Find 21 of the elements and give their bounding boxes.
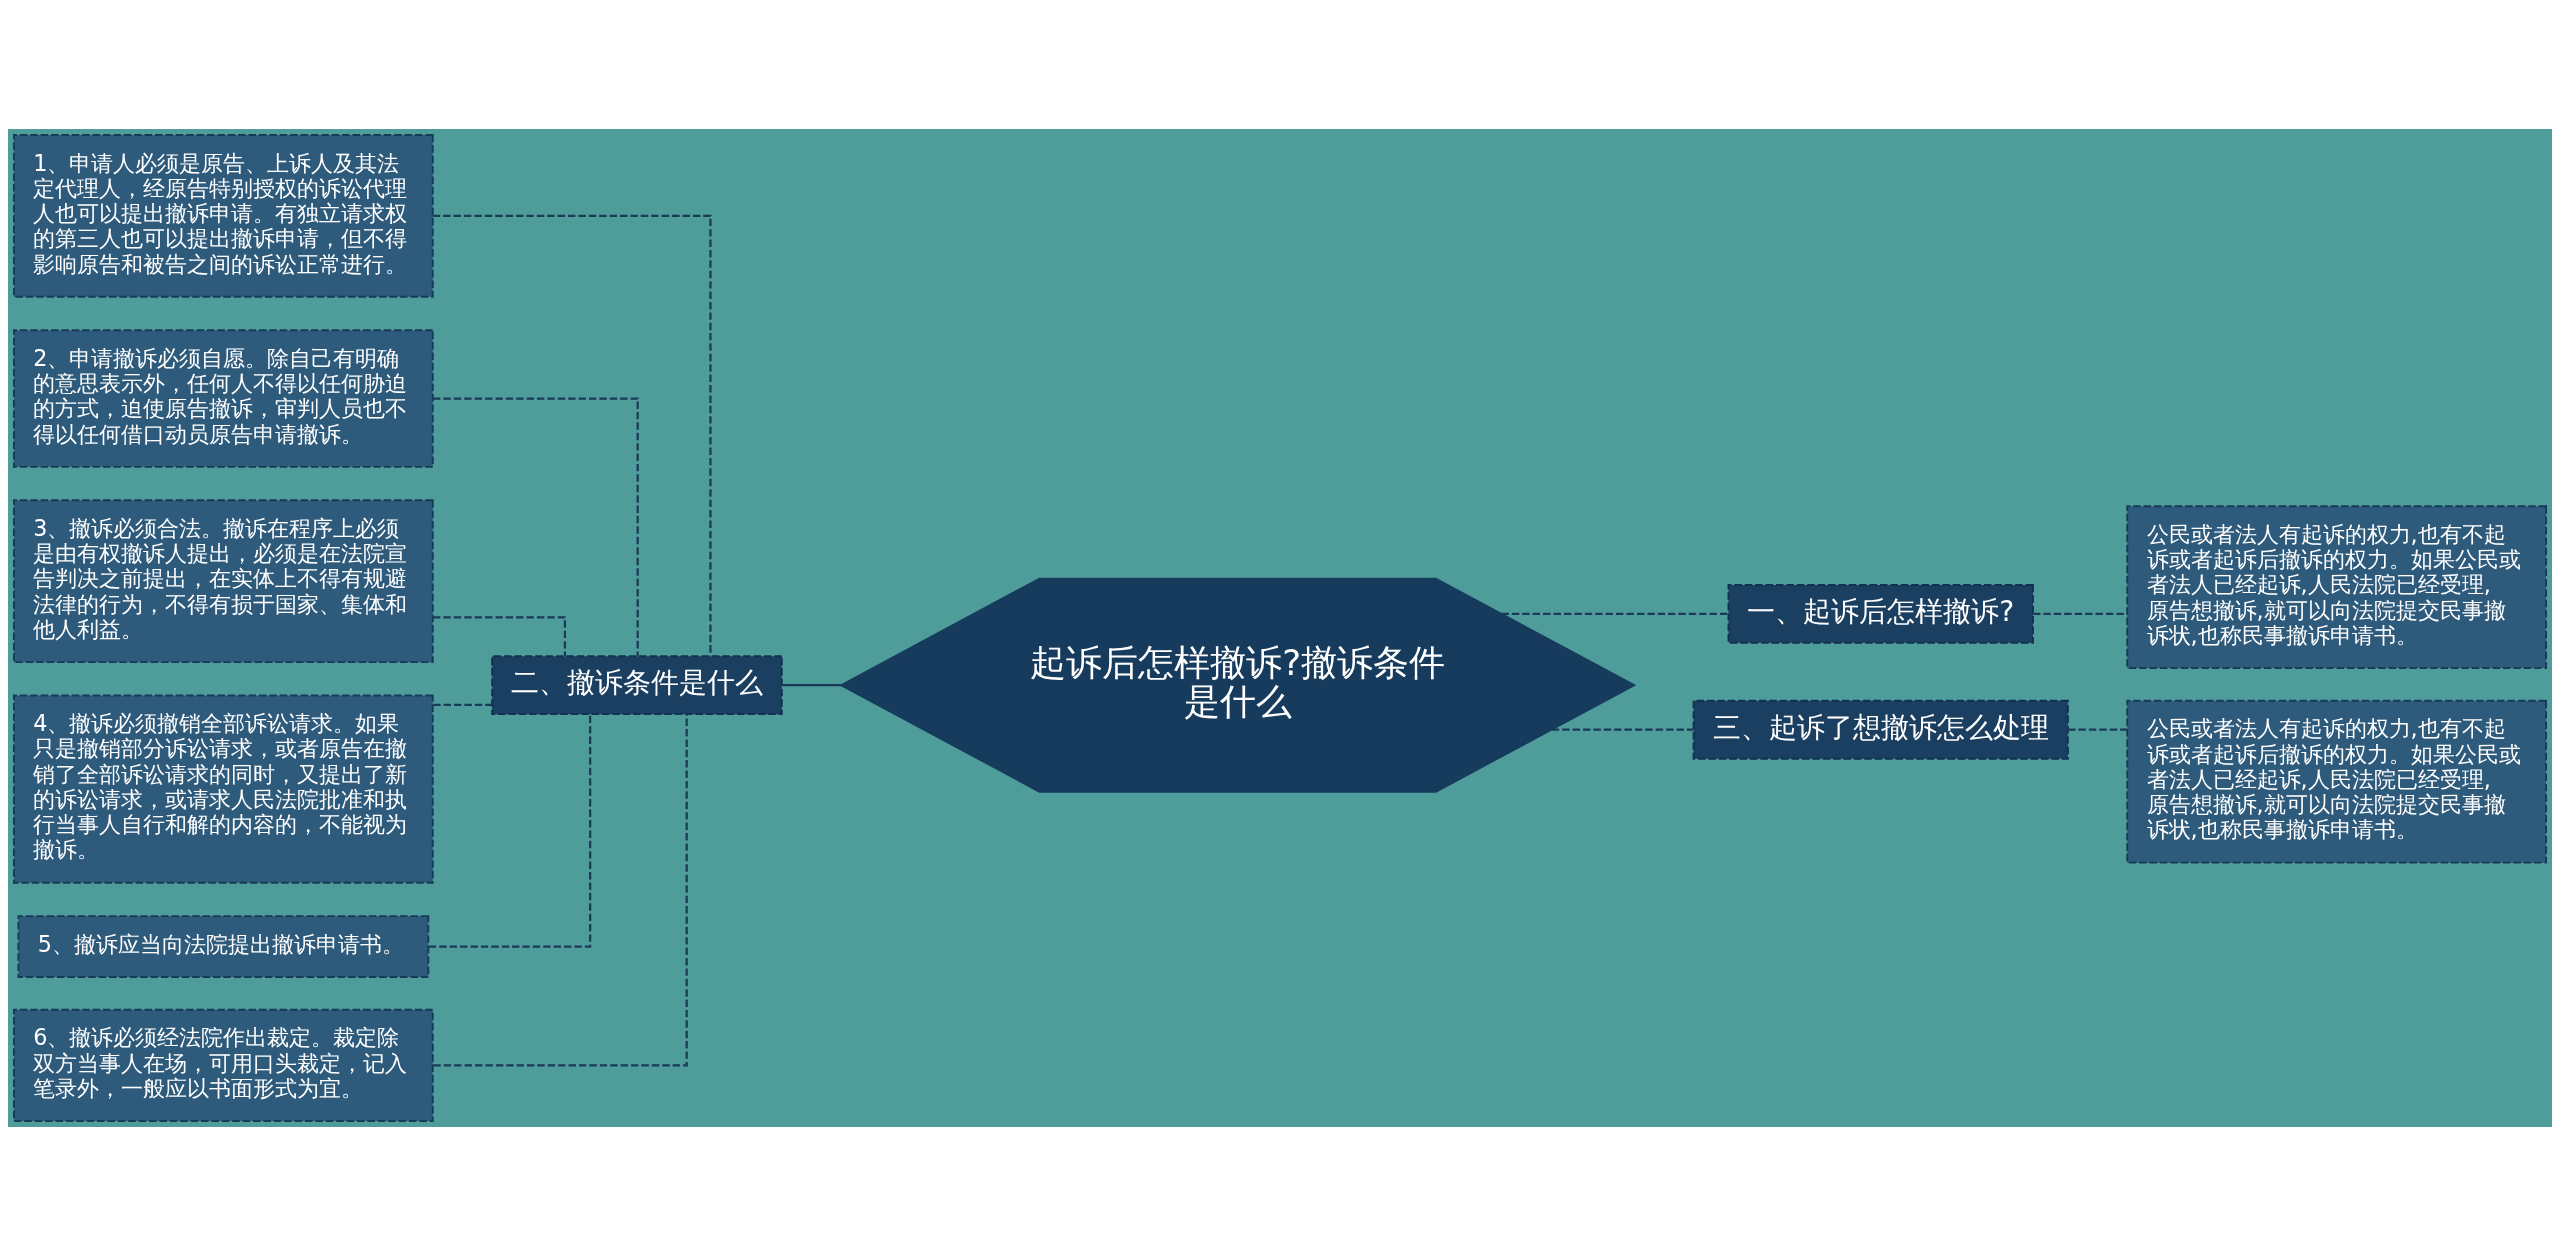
node-box: 6、撤诉必须经法院作出裁定。裁定除双方当事人在场，可用口头裁定，记入笔录外，一般应以书面形式为宜。 xyxy=(12,1008,434,1122)
connector xyxy=(1551,728,1694,731)
connector xyxy=(2068,728,2127,731)
node-box: 公民或者法人有起诉的权力,也有不起诉或者起诉后撤诉的权力。如果公民或者法人已经起诉,人民法院已经受理,原告想撤诉,就可以向法院提交民事撤诉状,也称民事撤诉申请书。 xyxy=(2126,699,2548,864)
connector xyxy=(433,713,688,1066)
connector xyxy=(433,703,492,706)
connector xyxy=(782,683,842,686)
node-box: 5、撤诉应当向法院提出撤诉申请书。 xyxy=(17,914,430,978)
connector xyxy=(1501,612,1729,615)
node-box: 4、撤诉必须撤销全部诉讼请求。如果只是撤销部分诉讼请求，或者原告在撤销了全部诉讼请求的同时，又提出了新的诉讼请求，或请求人民法院批准和执行当事人自行和解的内容的，不能视为撤诉。 xyxy=(12,694,434,884)
node-box: 2、申请撤诉必须自愿。除自己有明确的意思表示外，任何人不得以任何胁迫的方式，迫使原告撤诉，审判人员也不得以任何借口动员原告申请撤诉。 xyxy=(12,328,434,468)
node-box: 一、起诉后怎样撤诉? xyxy=(1727,583,2034,644)
connector xyxy=(432,214,712,656)
node-box: 公民或者法人有起诉的权力,也有不起诉或者起诉后撤诉的权力。如果公民或者法人已经起诉,人民法院已经受理,原告想撤诉,就可以向法院提交民事撤诉状,也称民事撤诉申请书。 xyxy=(2126,504,2548,669)
node-box: 3、撤诉必须合法。撤诉在程序上必须是由有权撤诉人提出，必须是在法院宣告判决之前提出，在实体上不得有规避法律的行为，不得有损于国家、集体和他人利益。 xyxy=(12,498,434,663)
node-box: 二、撤诉条件是什么 xyxy=(491,654,783,715)
node-box: 三、起诉了想撤诉怎么处理 xyxy=(1692,699,2069,760)
connector xyxy=(428,713,592,948)
connector xyxy=(432,396,639,656)
node-box: 1、申请人必须是原告、上诉人及其法定代理人，经原告特别授权的诉讼代理人也可以提出撤诉申请。有独立请求权的第三人也可以提出撤诉申请，但不得影响原告和被告之间的诉讼正常进行。 xyxy=(12,133,434,298)
connector xyxy=(432,615,567,656)
